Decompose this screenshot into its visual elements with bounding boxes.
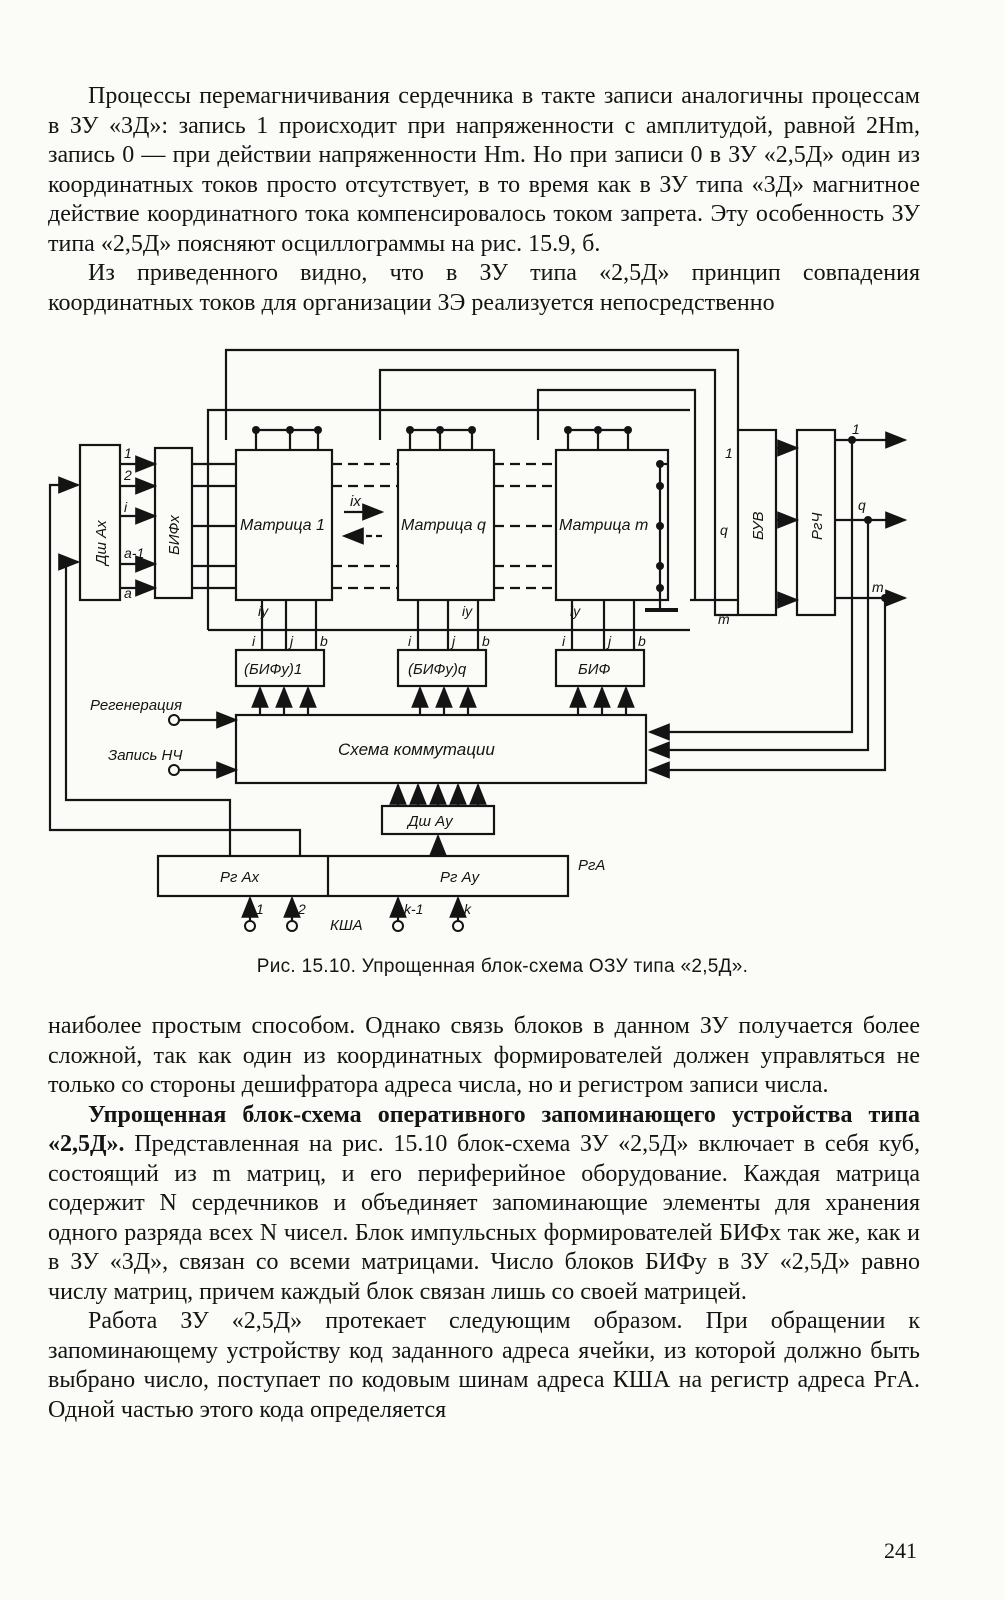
section-heading: Упрощенная блок-схема оперативного запом… xyxy=(48,1101,920,1158)
iy-label-m: iy xyxy=(570,603,581,619)
in-label-a-1: a-1 xyxy=(124,545,144,561)
dsh-ay-label: Дш Аy xyxy=(406,813,454,830)
in-label-2: 2 xyxy=(123,467,132,483)
addr-in-k-1: k-1 xyxy=(404,901,423,917)
page-number: 241 xyxy=(884,1538,917,1563)
paragraph-4-body: Представленная на рис. 15.10 блок-схема … xyxy=(48,1131,920,1305)
dsh-ax-label: Дш Аx xyxy=(93,520,110,567)
addr-in-2: 2 xyxy=(297,901,306,917)
paragraph-5: Работа ЗУ «2,5Д» протекает следующим обр… xyxy=(48,1308,920,1423)
rg-a-label: РгА xyxy=(578,857,605,874)
ksha-label: КША xyxy=(330,917,363,934)
top-text: Процессы перемагничивания сердечника в т… xyxy=(48,82,920,318)
ijb-b-q: b xyxy=(482,633,490,649)
matrix-1-label: Матрица 1 xyxy=(240,517,325,534)
ijb-j-1: j xyxy=(288,633,294,649)
bottom-text: наиболее простым способом. Однако связь … xyxy=(48,1012,920,1425)
ijb-i-q: i xyxy=(408,633,412,649)
paragraph-3: наиболее простым способом. Однако связь … xyxy=(48,1013,920,1098)
ijb-b-m: b xyxy=(638,633,646,649)
rg-ay-label: Рг Аy xyxy=(440,869,481,886)
buv-in-m: m xyxy=(718,611,730,627)
bif-label: БИФ xyxy=(578,661,610,678)
buv-label: БУВ xyxy=(750,511,767,540)
bif-y1-label: (БИФy)1 xyxy=(244,661,302,678)
switch-label: Схема коммутации xyxy=(338,740,495,759)
bif-yq-label: (БИФy)q xyxy=(408,661,467,678)
ijb-i-1: i xyxy=(252,633,256,649)
out-label-q: q xyxy=(858,497,866,513)
addr-in-k: k xyxy=(464,901,472,917)
bif-x-label: БИФx xyxy=(166,515,183,555)
addr-in-1: 1 xyxy=(256,901,264,917)
regen-label: Регенерация xyxy=(90,697,182,714)
in-label-1: 1 xyxy=(124,445,132,461)
rg-ax-label: Рг Аx xyxy=(220,869,260,886)
ijb-j-q: j xyxy=(450,633,456,649)
ijb-j-m: j xyxy=(606,633,612,649)
matrix-q-label: Матрица q xyxy=(401,517,486,534)
in-label-a: a xyxy=(124,585,132,601)
write-lf-label: Запись НЧ xyxy=(108,747,183,764)
out-label-1: 1 xyxy=(852,421,860,437)
buv-in-q: q xyxy=(720,522,728,538)
buv-in-1: 1 xyxy=(725,445,733,461)
in-label-i: i xyxy=(124,499,128,515)
iy-label-1: iy xyxy=(258,603,269,619)
paragraph-2: Из приведенного видно, что в ЗУ типа «2,… xyxy=(48,260,920,316)
ijb-b-1: b xyxy=(320,633,328,649)
block-diagram: Матрица 1 Матрица q Матрица m Дш Аx БИФx… xyxy=(48,348,908,934)
out-label-m: m xyxy=(872,579,884,595)
matrix-m-label: Матрица m xyxy=(559,517,648,534)
rg-ch-label: РгЧ xyxy=(809,512,826,540)
figure-caption: Рис. 15.10. Упрощенная блок-схема ОЗУ ти… xyxy=(256,956,749,977)
iy-label-q: iy xyxy=(462,603,473,619)
paragraph-4: Упрощенная блок-схема оперативного запом… xyxy=(48,1101,920,1308)
paragraph-1: Процессы перемагничивания сердечника в т… xyxy=(48,83,920,257)
ix-label: ix xyxy=(350,493,361,510)
ijb-i-m: i xyxy=(562,633,566,649)
